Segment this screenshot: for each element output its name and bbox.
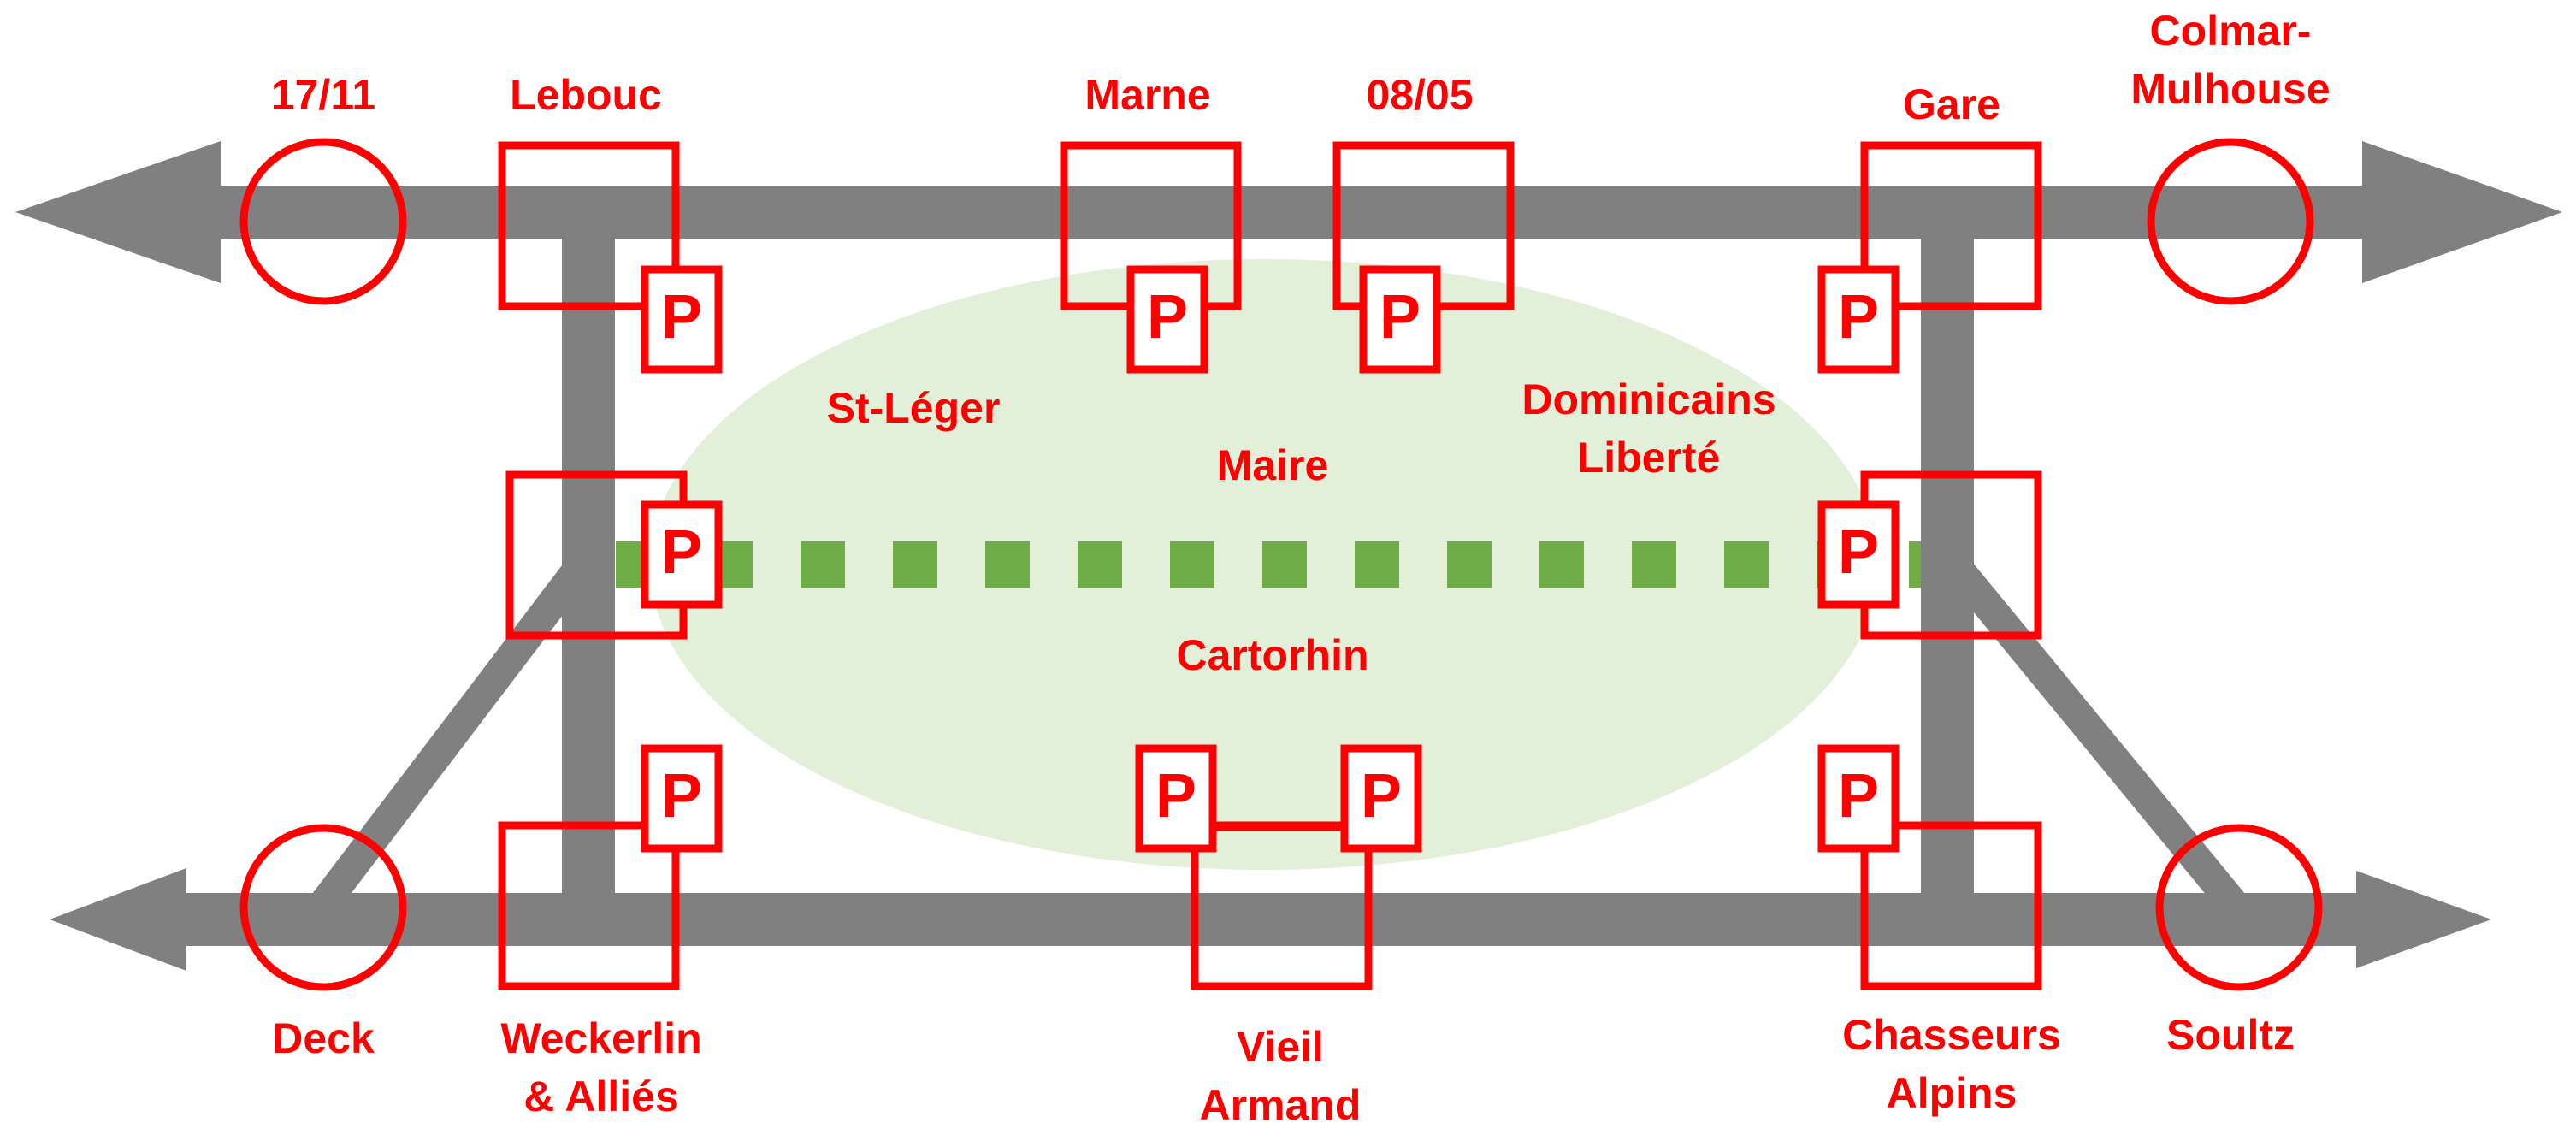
bottom-road-right-arrowhead bbox=[2356, 871, 2491, 968]
label-marne: Marne bbox=[1084, 71, 1211, 119]
label-chasseurs-alpins: Chasseurs Alpins bbox=[1842, 1011, 2061, 1117]
parking-letter: P bbox=[1147, 283, 1188, 352]
label-gare: Gare bbox=[1903, 80, 2000, 128]
label-st-leger: St-Léger bbox=[826, 384, 1001, 432]
label-vieil-armand: Vieil Armand bbox=[1199, 1023, 1362, 1129]
parking-letter: P bbox=[1361, 762, 1402, 831]
exit-circle-17-11 bbox=[239, 138, 407, 305]
parking-sign: P bbox=[1135, 744, 1217, 853]
parking-sign: P bbox=[641, 265, 723, 374]
label-lebouc: Lebouc bbox=[510, 71, 662, 119]
junction-chasseurs-alpins bbox=[1860, 821, 2042, 990]
exit-circle-colmar-mulhouse bbox=[2147, 138, 2314, 305]
label-dominicains-liberte: Dominicains Liberté bbox=[1521, 375, 1776, 482]
bottom-road-left-arrowhead bbox=[50, 868, 186, 971]
parking-sign: P bbox=[1340, 744, 1422, 853]
label-soultz: Soultz bbox=[2166, 1011, 2295, 1059]
parking-letter: P bbox=[1380, 283, 1421, 352]
parking-sign: P bbox=[641, 500, 723, 609]
label-deck: Deck bbox=[272, 1014, 375, 1062]
parking-sign: P bbox=[1817, 265, 1900, 374]
junction-gare bbox=[1860, 141, 2042, 310]
junction-lebouc bbox=[498, 141, 680, 310]
junction-weckerlin bbox=[498, 821, 680, 990]
parking-letter: P bbox=[1155, 762, 1196, 831]
parking-sign: P bbox=[641, 744, 723, 853]
parking-letter: P bbox=[1838, 283, 1879, 352]
exit-circle-deck bbox=[239, 824, 407, 991]
parking-sign: P bbox=[1359, 265, 1441, 374]
parking-letter: P bbox=[661, 762, 702, 831]
top-road-left-arrowhead bbox=[15, 141, 221, 283]
parking-letter: P bbox=[661, 518, 702, 587]
parking-letter: P bbox=[1838, 518, 1879, 587]
parking-sign: P bbox=[1817, 500, 1900, 609]
parking-letter: P bbox=[661, 283, 702, 352]
parking-sign: P bbox=[1817, 744, 1900, 853]
label-17-11: 17/11 bbox=[270, 71, 376, 119]
label-cartorhin: Cartorhin bbox=[1176, 631, 1369, 679]
parking-letter: P bbox=[1838, 762, 1879, 831]
label-colmar-mulhouse: Colmar- Mulhouse bbox=[2130, 7, 2331, 113]
label-08-05: 08/05 bbox=[1366, 71, 1474, 119]
label-maire: Maire bbox=[1216, 441, 1329, 489]
left-diagonal-road bbox=[312, 547, 601, 912]
label-weckerlin-allies: Weckerlin & Alliés bbox=[500, 1014, 702, 1120]
parking-sign: P bbox=[1126, 265, 1208, 374]
right-diagonal-road bbox=[1935, 546, 2244, 913]
exit-circle-soultz bbox=[2155, 824, 2323, 991]
top-road-right-arrowhead bbox=[2362, 141, 2562, 283]
